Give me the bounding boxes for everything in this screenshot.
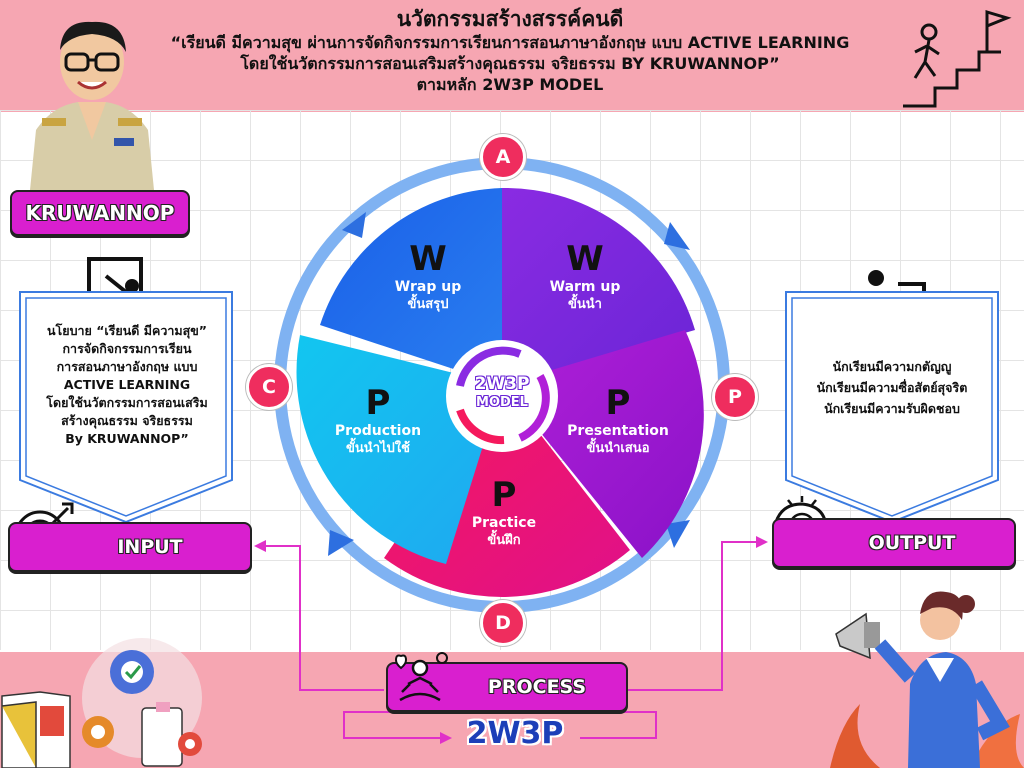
megaphone-woman-illustration: [830, 591, 1024, 768]
output-label-box: OUTPUT: [772, 518, 1016, 568]
subtitle-line-2: โดยใช้นวัตกรรมการสอนเสริมสร้างคุณธรรม จร…: [240, 54, 780, 73]
segment-thai: ขั้นนำเสนอ: [586, 441, 650, 456]
ring-arrow: [342, 212, 366, 238]
segment-english: Warm up: [549, 279, 621, 295]
center-arrow: [518, 374, 550, 442]
process-sublabel: 2W3P: [466, 716, 564, 751]
input-label-box: INPUT: [8, 522, 252, 572]
subtitle-line-3: ตามหลัก 2W3P MODEL: [416, 75, 604, 94]
output-line: นักเรียนมีความรับผิดชอบ: [824, 401, 960, 416]
cycle-diagram: [274, 157, 730, 613]
segment-wrap-up: [320, 188, 502, 385]
segment-english: Practice: [471, 515, 537, 531]
segment-thai: ขั้นนำ: [568, 297, 602, 312]
segment-label-production: P Production ขั้นนำไปใช้: [318, 384, 438, 457]
output-line: นักเรียนมีความซื่อสัตย์สุจริต: [816, 380, 968, 395]
input-line: โดยใช้นวัตกรรมการสอนเสริม: [46, 395, 208, 410]
segment-label-warm-up: W Warm up ขั้นนำ: [525, 240, 645, 313]
segment-english: Wrap up: [394, 279, 462, 295]
segment-letter: W: [566, 239, 604, 279]
cycle-letter-right: P: [712, 374, 758, 420]
subtitle-line-1: “เรียนดี มีความสุข ผ่านการจัดกิจกรรมการเ…: [170, 33, 850, 52]
output-frame: [785, 291, 999, 524]
center-label: 2W3P MODEL: [462, 374, 542, 412]
ring-arrow: [664, 222, 690, 250]
output-description: นักเรียนมีความกตัญญู นักเรียนมีความซื่อส…: [788, 356, 996, 419]
segment-english: Production: [334, 423, 422, 439]
segment-label-wrap-up: W Wrap up ขั้นสรุป: [368, 240, 488, 313]
segment-letter: P: [605, 383, 631, 423]
segment-thai: ขั้นสรุป: [407, 297, 449, 312]
ring-arrow: [666, 520, 690, 548]
cycle-letter-left: C: [246, 364, 292, 410]
header-band: [0, 0, 1024, 112]
author-badge: KRUWANNOP: [10, 190, 190, 236]
center-circle: [446, 340, 558, 452]
author-badge-label: KRUWANNOP: [25, 201, 175, 225]
output-line: นักเรียนมีความกตัญญู: [832, 359, 952, 374]
output-label: OUTPUT: [868, 532, 956, 554]
input-line: สร้างคุณธรรม จริยธรรม: [61, 413, 193, 428]
ring-arrow: [328, 530, 354, 556]
process-label: PROCESS: [487, 676, 587, 698]
segment-label-practice: P Practice ขั้นฝึก: [444, 476, 564, 549]
center-arrow: [456, 408, 505, 445]
segment-label-presentation: P Presentation ขั้นนำเสนอ: [558, 384, 678, 457]
segment-thai: ขั้นนำไปใช้: [346, 441, 410, 456]
segment-thai: ขั้นฝึก: [487, 533, 521, 548]
center-arrow: [456, 346, 522, 387]
segment-letter: W: [409, 239, 447, 279]
header-title-block: นวัตกรรมสร้างสรรค์คนดี “เรียนดี มีความสุ…: [150, 6, 870, 95]
stairs-flag-icon: [903, 9, 1012, 108]
page-title: นวัตกรรมสร้างสรรค์คนดี: [396, 7, 624, 31]
segment-letter: P: [365, 383, 391, 423]
input-line: การสอนภาษาอังกฤษ แบบ: [56, 359, 198, 374]
process-label-box: PROCESS: [386, 662, 628, 712]
segment-letter: P: [491, 475, 517, 515]
segment-warm-up: [502, 187, 695, 385]
books-gears-illustration: [1, 638, 202, 768]
meditation-icon: [394, 652, 448, 702]
input-line: นโยบาย “เรียนดี มีความสุข”: [46, 323, 208, 338]
cycle-letter-top: A: [480, 134, 526, 180]
person-photo: [30, 21, 154, 190]
input-description: นโยบาย “เรียนดี มีความสุข” การจัดกิจกรรม…: [22, 322, 232, 448]
cycle-letter-bottom: D: [480, 600, 526, 646]
input-label: INPUT: [117, 536, 183, 558]
input-line: การจัดกิจกรรมการเรียน: [62, 341, 192, 356]
input-line: ACTIVE LEARNING: [63, 377, 191, 392]
input-line: By KRUWANNOP”: [65, 431, 189, 446]
center-title: 2W3P: [474, 374, 530, 394]
center-subtitle: MODEL: [476, 395, 528, 410]
segment-english: Presentation: [567, 423, 669, 439]
input-frame: [19, 291, 233, 524]
